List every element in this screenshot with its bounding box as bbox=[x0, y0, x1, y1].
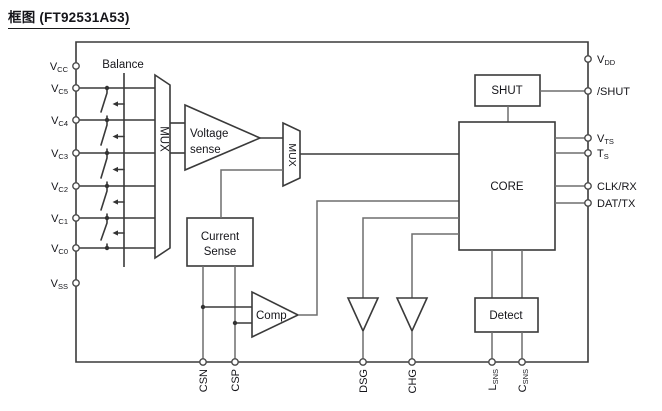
bottom-pin-circles bbox=[199, 358, 526, 366]
pin-lsns bbox=[488, 358, 496, 366]
pin-label-vc4: VC4 bbox=[51, 115, 68, 128]
pin-csns bbox=[518, 358, 526, 366]
balance-switch-3 bbox=[100, 152, 125, 187]
pin-csn bbox=[199, 358, 207, 366]
comp-label: Comp bbox=[256, 310, 287, 322]
bottom-pin-labels: CSN CSP DSG CHG LSNS CSNS bbox=[198, 369, 530, 393]
core-label: CORE bbox=[490, 181, 524, 193]
balance-switch-4 bbox=[100, 185, 125, 219]
pin-chg bbox=[408, 358, 416, 366]
right-pin-circles bbox=[584, 55, 592, 207]
chip-boundary bbox=[75, 41, 589, 363]
balance-switch-5 bbox=[100, 217, 125, 249]
pin-label-shut-n: /SHUT bbox=[597, 86, 630, 98]
pin-label-lsns: LSNS bbox=[487, 369, 500, 391]
junction-dot bbox=[232, 320, 238, 326]
pin-label-dsg: DSG bbox=[358, 369, 370, 393]
mux1-label: MUX bbox=[157, 126, 169, 152]
pin-label-vts: VTS bbox=[597, 133, 614, 146]
wire-comp-core bbox=[298, 200, 459, 316]
pin-label-vcc: VCC bbox=[50, 61, 69, 74]
mux2-shape bbox=[282, 121, 301, 188]
mux2-label: MUX bbox=[286, 143, 298, 166]
mux1-shape bbox=[154, 73, 171, 260]
junction-dot bbox=[200, 304, 206, 310]
switch-blade bbox=[100, 87, 108, 121]
switch-blade bbox=[100, 217, 108, 249]
pin-vc2 bbox=[72, 182, 80, 190]
current-sense-label-1: Current bbox=[201, 231, 240, 243]
pin-vc1 bbox=[72, 214, 80, 222]
pin-vts bbox=[584, 134, 592, 142]
pin-vc0 bbox=[72, 244, 80, 252]
pin-label-chg: CHG bbox=[407, 369, 419, 393]
pin-label-csns: CSNS bbox=[517, 369, 530, 392]
voltage-sense-label-2: sense bbox=[190, 144, 221, 156]
pin-label-vc5: VC5 bbox=[51, 83, 68, 96]
pin-dsg bbox=[359, 358, 367, 366]
balance-switches bbox=[100, 85, 125, 251]
junction-dot bbox=[104, 183, 110, 189]
left-pin-labels: VCC VC5 VC4 VC3 VC2 VC1 VC0 VSS bbox=[50, 61, 69, 291]
junction-dot bbox=[104, 117, 110, 123]
pin-label-vc0: VC0 bbox=[51, 243, 68, 256]
balance-arrow-icon bbox=[112, 230, 118, 236]
junction-dot bbox=[104, 85, 110, 91]
balance-arrow-icon bbox=[112, 101, 118, 107]
pin-csp bbox=[231, 358, 239, 366]
detect-label: Detect bbox=[489, 310, 523, 322]
pin-vdd bbox=[584, 55, 592, 63]
pin-ts bbox=[584, 149, 592, 157]
current-sense-block bbox=[186, 217, 254, 267]
pin-vcc bbox=[72, 62, 80, 70]
pin-clkrx bbox=[584, 182, 592, 190]
detect-block bbox=[474, 297, 539, 333]
voltage-sense-amp bbox=[184, 103, 263, 172]
balance-arrow-icon bbox=[112, 199, 118, 205]
pin-label-vc3: VC3 bbox=[51, 148, 68, 161]
voltage-sense-label-1: Voltage bbox=[190, 128, 228, 140]
balance-label: Balance bbox=[102, 59, 144, 71]
pin-label-csp: CSP bbox=[230, 369, 242, 392]
wire-core-chg bbox=[411, 233, 459, 298]
cell-input-lines bbox=[76, 87, 155, 249]
pin-label-vdd: VDD bbox=[597, 54, 616, 67]
balance-arrow-icon bbox=[112, 133, 118, 140]
junction-dot bbox=[104, 245, 110, 251]
junction-dot bbox=[104, 150, 110, 156]
page-title: 框图 (FT92531A53) bbox=[8, 6, 130, 29]
pin-vc3 bbox=[72, 149, 80, 157]
dsg-driver bbox=[346, 297, 380, 333]
current-sense-label-2: Sense bbox=[204, 246, 237, 258]
pin-shut-n bbox=[584, 87, 592, 95]
balance-switch-1 bbox=[100, 87, 125, 121]
pin-label-dattx: DAT/TX bbox=[597, 198, 636, 210]
pin-label-clkrx: CLK/RX bbox=[597, 181, 637, 193]
pin-vss bbox=[72, 279, 80, 287]
left-pin-circles bbox=[72, 62, 80, 287]
switch-blade bbox=[100, 152, 108, 187]
wire-core-dsg bbox=[362, 217, 459, 298]
comp-comparator bbox=[251, 290, 300, 339]
wire-current-sense-mux2 bbox=[220, 169, 283, 218]
pin-label-vc1: VC1 bbox=[51, 213, 68, 226]
chg-driver bbox=[395, 297, 429, 333]
pin-label-vc2: VC2 bbox=[51, 181, 68, 194]
junction-dot bbox=[104, 215, 110, 221]
balance-switch-2 bbox=[100, 119, 125, 154]
pin-label-ts: TS bbox=[597, 148, 609, 161]
pin-label-csn: CSN bbox=[198, 369, 210, 392]
shut-block bbox=[474, 74, 541, 107]
pin-label-vss: VSS bbox=[51, 278, 68, 291]
right-pin-labels: VDD /SHUT VTS TS CLK/RX DAT/TX bbox=[597, 54, 637, 210]
shut-label: SHUT bbox=[491, 85, 522, 97]
pin-vc5 bbox=[72, 84, 80, 92]
pin-vc4 bbox=[72, 116, 80, 124]
switch-blade bbox=[100, 185, 108, 219]
pin-dattx bbox=[584, 199, 592, 207]
switch-blade bbox=[100, 119, 108, 154]
balance-arrow-icon bbox=[112, 166, 118, 173]
